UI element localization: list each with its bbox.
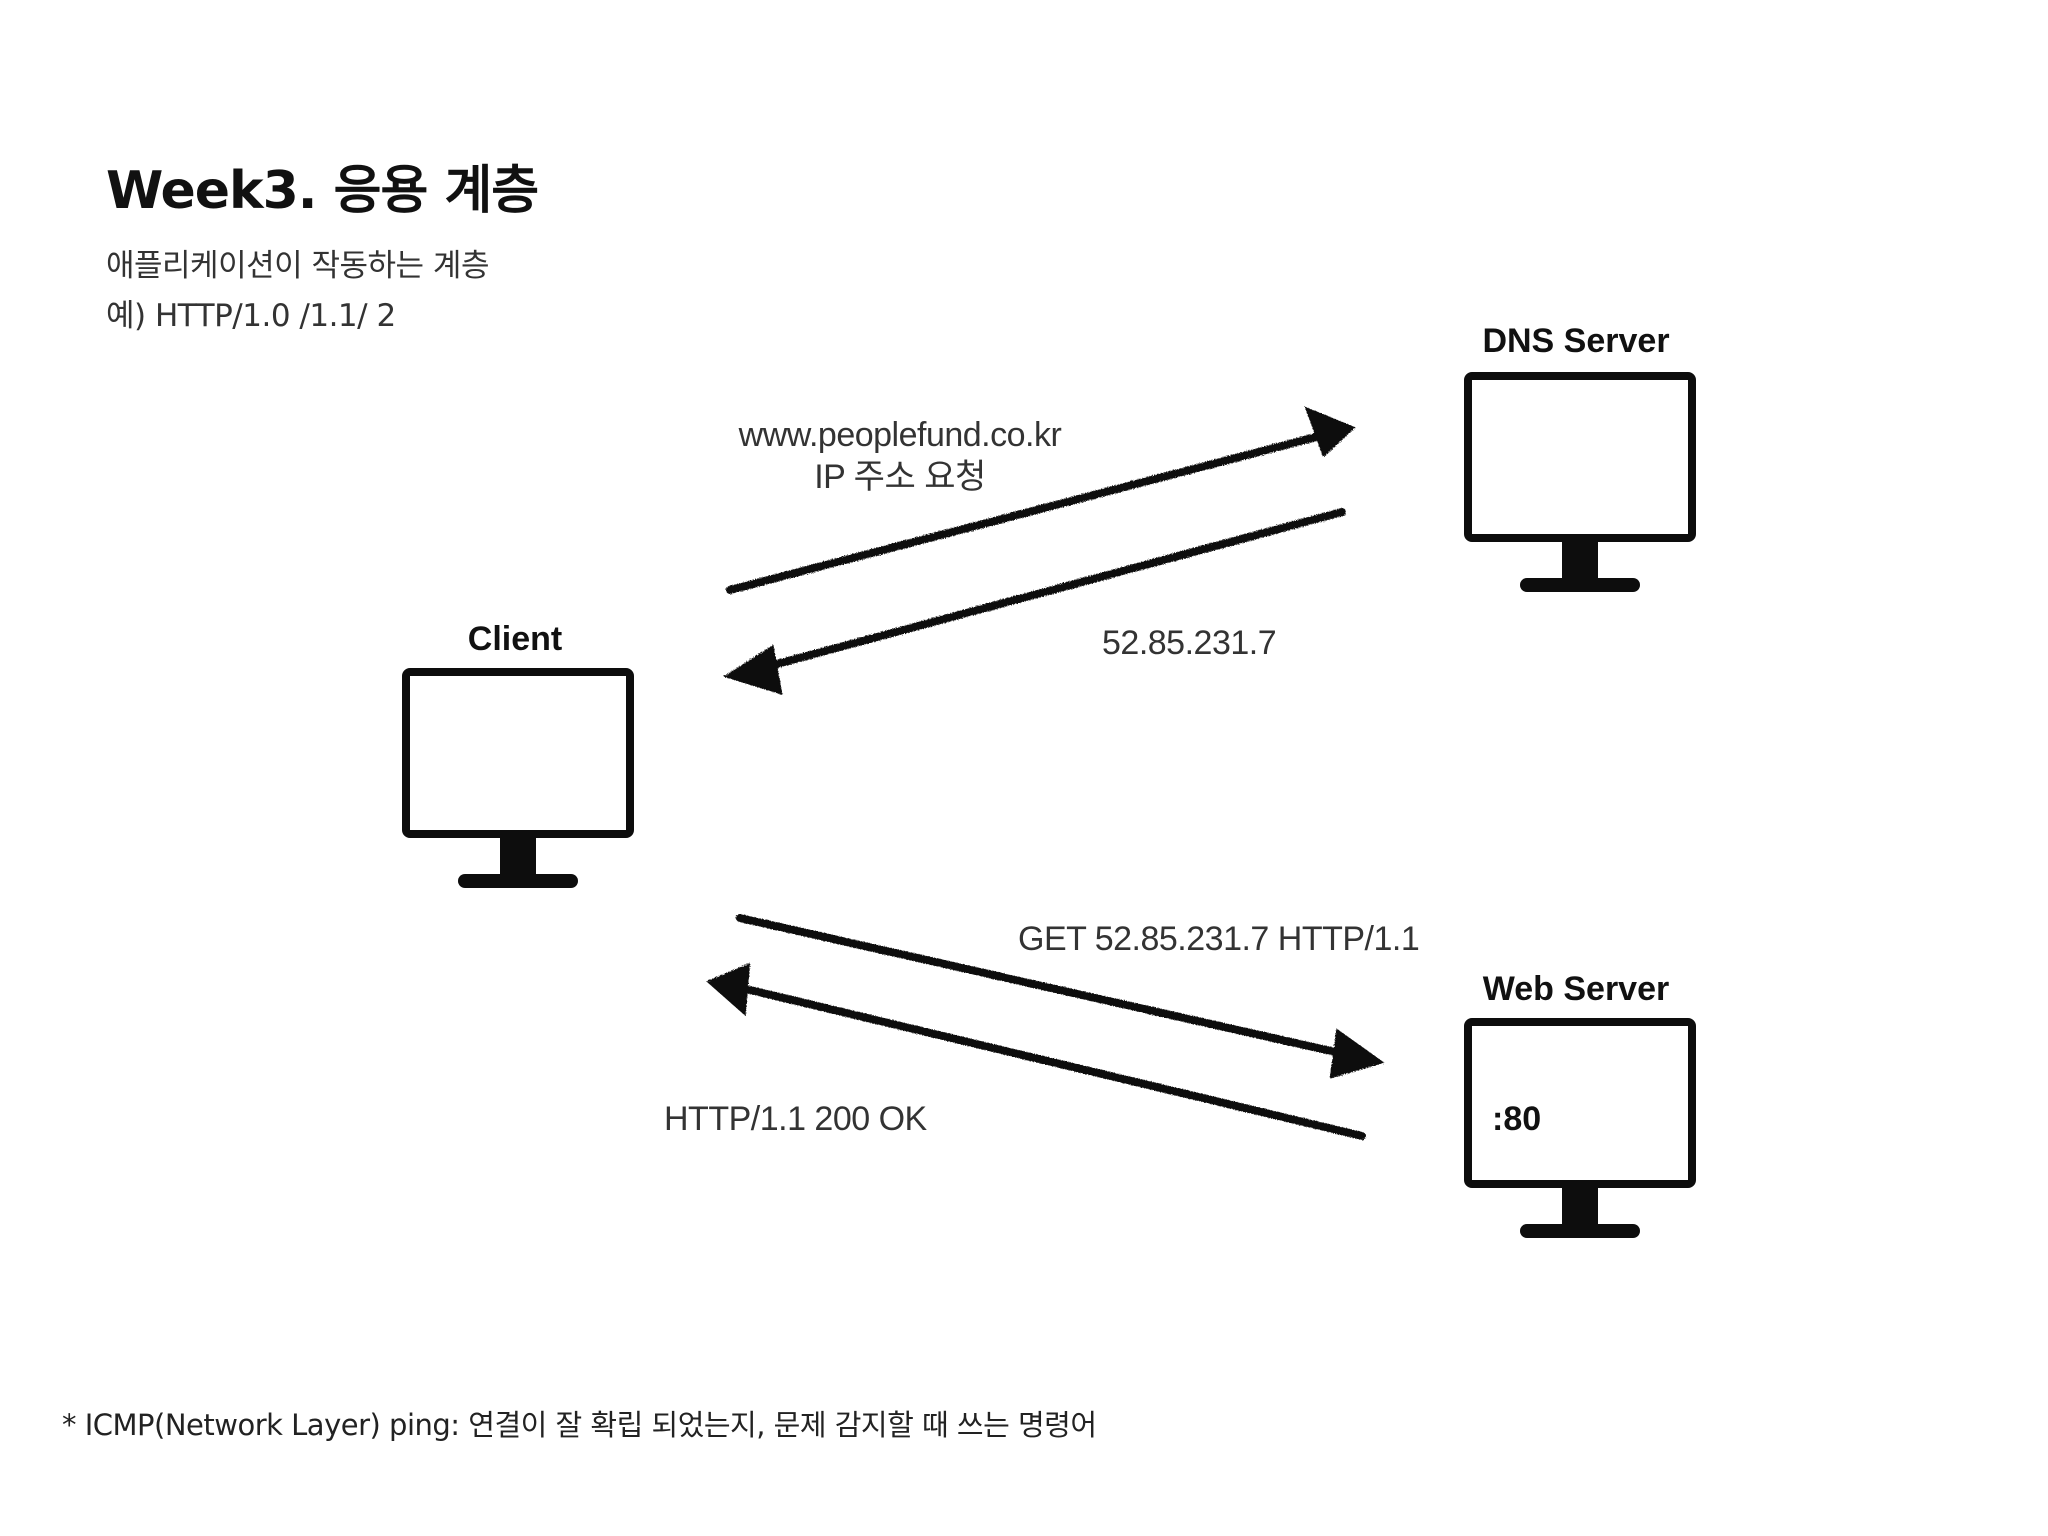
dns-request-arrow <box>726 406 1356 594</box>
footnote: * ICMP(Network Layer) ping: 연결이 잘 확립 되었는… <box>62 1408 1097 1442</box>
dns-response-arrow <box>723 508 1346 695</box>
dns-request-label: www.peoplefund.co.kr IP 주소 요청 <box>739 414 1062 498</box>
dns-request-domain: www.peoplefund.co.kr <box>738 416 1062 454</box>
dns-server-label: DNS Server <box>1482 322 1670 360</box>
page-title: Week3. 응용 계층 <box>106 161 539 221</box>
http-request-arrow <box>736 914 1385 1079</box>
layer-description: 애플리케이션이 작동하는 계층 <box>106 248 489 284</box>
layer-example: 예) HTTP/1.0 /1.1/ 2 <box>106 298 396 334</box>
client-monitor-icon <box>402 668 634 900</box>
dns-request-desc: IP 주소 요청 <box>814 458 986 496</box>
web-server-port-label: :80 <box>1492 1100 1542 1138</box>
web-server-monitor-icon: :80 <box>1464 1018 1696 1250</box>
http-response-label: HTTP/1.1 200 OK <box>664 1100 927 1138</box>
dns-server-monitor-icon <box>1464 372 1696 604</box>
http-response-arrow <box>706 962 1366 1140</box>
dns-response-label: 52.85.231.7 <box>1102 624 1277 662</box>
http-request-label: GET 52.85.231.7 HTTP/1.1 <box>1018 920 1420 958</box>
client-label: Client <box>467 620 563 658</box>
web-server-label: Web Server <box>1482 970 1670 1008</box>
